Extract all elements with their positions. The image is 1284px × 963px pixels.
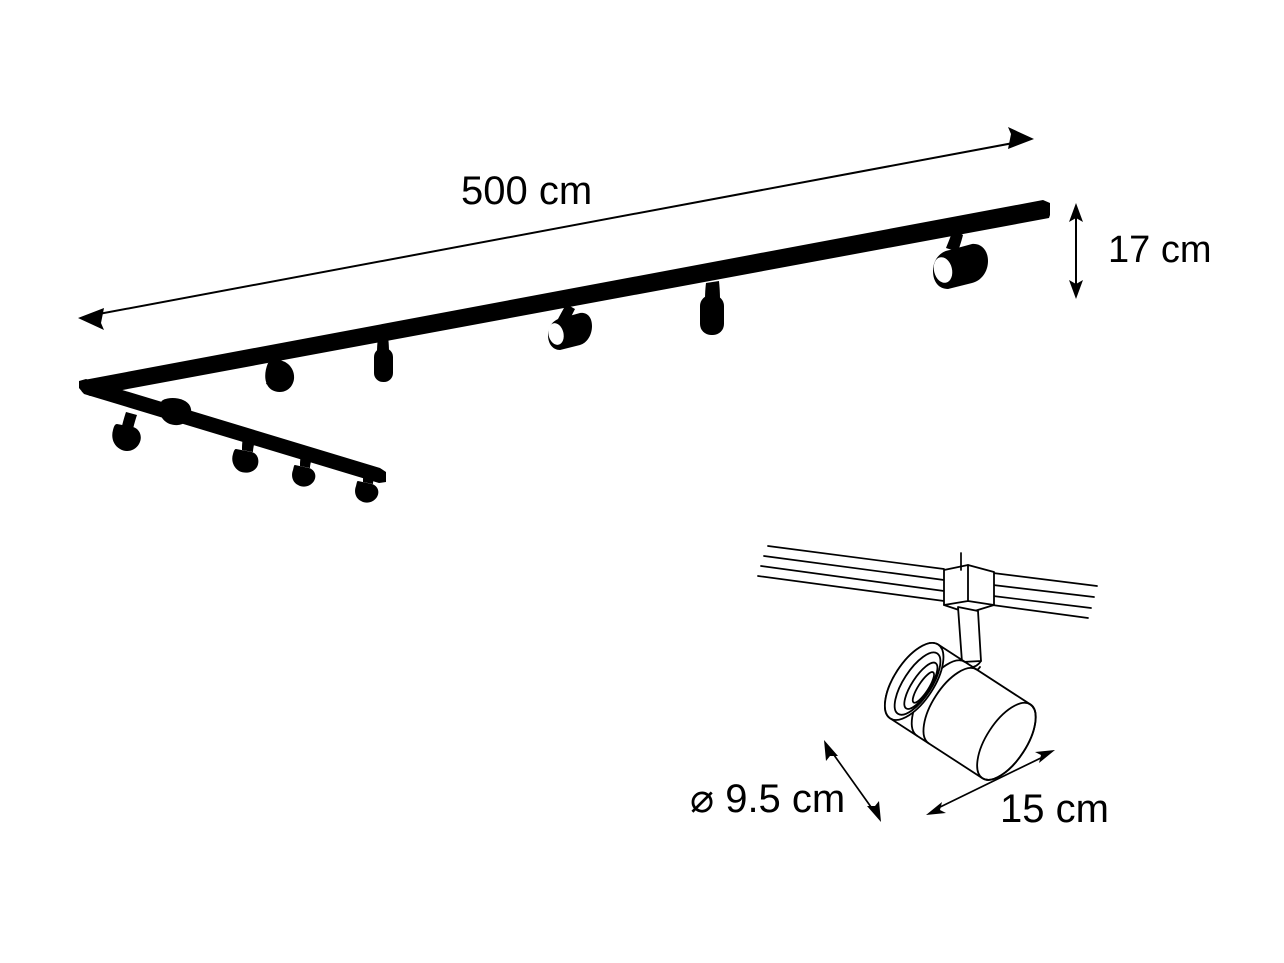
branch-spot-1-head [112, 424, 141, 452]
dimension-depth-15: 15 cm [926, 750, 1109, 831]
dimension-17cm-arrow-top [1069, 203, 1083, 222]
adapter-body [943, 564, 995, 614]
dimension-95-arrow-bottom [867, 801, 881, 822]
main-spot-5-aperture [933, 257, 953, 283]
spot-front-aperture-core [911, 671, 935, 704]
branch-junction-block [160, 398, 192, 426]
track-rail-detail-right [984, 572, 1098, 619]
branch-spot-1 [112, 412, 141, 452]
branch-track-assembly [79, 379, 386, 503]
adapter-edge-side [967, 600, 995, 606]
spot-cylinder-head [884, 642, 1037, 781]
branch-spot-4-stem [363, 471, 375, 484]
main-spot-5-stem [946, 229, 963, 252]
dimension-500cm-arrow-right [1008, 127, 1034, 149]
branch-spot-2-head [232, 449, 259, 473]
dimension-15-arrow-left [926, 802, 946, 815]
dimension-15-arrow-right [1035, 750, 1055, 763]
branch-spot-4-head [355, 481, 379, 503]
dimension-500cm-label: 500 cm [461, 169, 592, 213]
spot-head-back-cap [976, 701, 1037, 781]
branch-spot-3-head [292, 465, 316, 487]
branch-spot-2 [232, 437, 259, 473]
dimension-500cm-line [87, 140, 1025, 317]
dimension-500cm: 500 cm [78, 127, 1034, 330]
dimension-95-line [828, 747, 877, 815]
main-spot-4 [700, 281, 724, 335]
track-rail-detail-left [757, 545, 945, 602]
main-spot-3 [548, 304, 592, 350]
main-track-assembly [80, 200, 1050, 396]
dimension-diameter-95: ⌀ 9.5 cm [690, 740, 881, 822]
spot-front-aperture-inner [903, 661, 939, 710]
spot-head-front-rim [884, 642, 945, 721]
spotlight-detail-view: ⌀ 9.5 cm 15 cm [690, 545, 1109, 831]
main-track-rail [80, 200, 1050, 396]
main-spot-1-head [265, 360, 295, 393]
dimension-15-label: 15 cm [1000, 787, 1109, 831]
track-adapter-connector [943, 552, 995, 614]
main-spot-4-head [700, 295, 724, 335]
branch-spot-2-stem [242, 437, 255, 452]
main-spot-2-head [374, 348, 393, 382]
main-spot-2 [374, 336, 393, 382]
dimension-15-line [933, 754, 1048, 811]
branch-spot-4 [355, 471, 379, 503]
dimension-500cm-arrow-left [78, 308, 104, 330]
spot-arm-body [957, 606, 982, 663]
branch-spot-3-stem [300, 455, 312, 468]
dimension-95-label: ⌀ 9.5 cm [690, 777, 845, 821]
branch-spot-3 [292, 455, 316, 487]
main-spot-5 [933, 229, 988, 289]
main-spot-1 [265, 360, 295, 393]
dimension-17cm: 17 cm [1069, 203, 1211, 299]
spot-head-ring-1 [922, 667, 978, 745]
dimension-17cm-label: 17 cm [1108, 229, 1211, 271]
spot-front-aperture-outer [893, 651, 942, 716]
dimension-17cm-arrow-bottom [1069, 280, 1083, 299]
branch-spot-1-stem [122, 412, 137, 429]
dimension-95-arrow-top [824, 740, 838, 761]
main-spot-3-aperture [548, 323, 564, 345]
